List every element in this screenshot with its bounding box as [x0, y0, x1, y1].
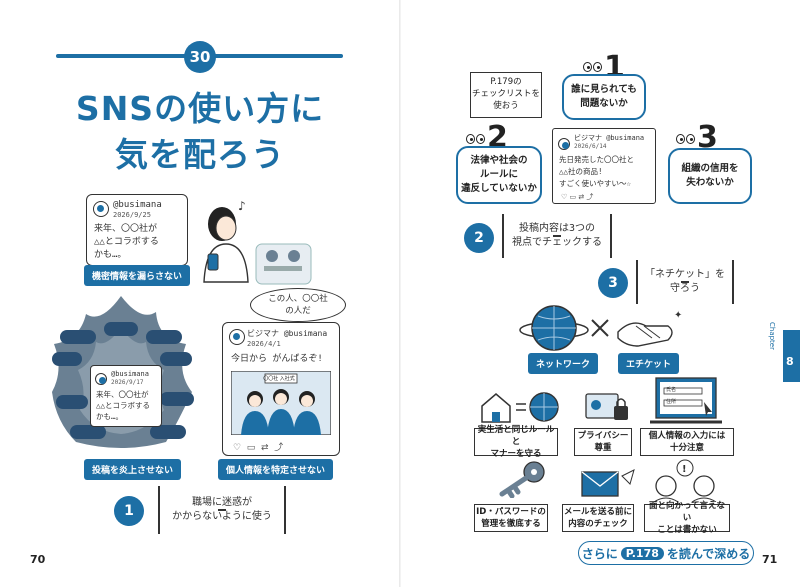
tag-network: ネットワーク [528, 353, 599, 374]
page-title-line2: 気を配ろう [115, 135, 285, 174]
post-date: 2026/6/14 [574, 143, 607, 150]
post-text-line2: △△とコラボする [96, 401, 151, 410]
chat-bubble [160, 392, 194, 406]
page-number-left: 70 [30, 553, 46, 566]
point-box: 「ネチケット」を 守ろう [636, 260, 734, 304]
checklist-note: P.179の チェックリストを 使おう [470, 72, 542, 118]
laptop-field1: 氏名 [666, 387, 677, 393]
post-text-line3: かも…。 [94, 250, 127, 260]
post-text-line2: △△社の商品! [559, 167, 603, 176]
further-reading-link[interactable]: さらに P.178 を読んで深める [578, 541, 754, 565]
flamed-post-card: @busimana 2026/9/17 来年、〇〇社が △△とコラボする かも…… [90, 365, 162, 427]
post-text-line3: かも…。 [96, 412, 124, 421]
post-text: 今日から がんばるぞ! [231, 354, 323, 364]
point-number-badge: 3 [598, 268, 628, 298]
post-text-line1: 来年、〇〇社が [94, 224, 158, 234]
chat-bubble [104, 322, 138, 336]
netiquette-card-4: ID・パスワードの 管理を徹底する [474, 504, 548, 532]
post-handle: ビジマナ @busimana [247, 329, 328, 338]
chat-bubble [52, 352, 82, 366]
post-text-line1: 先日発売した〇〇社と [559, 155, 634, 164]
laptop-field2: 住所 [666, 399, 677, 405]
avatar [558, 138, 570, 150]
eyes-icon [466, 134, 485, 144]
eyes-icon [676, 134, 695, 144]
chat-bubble [146, 330, 182, 344]
chapter-tab[interactable] [783, 330, 800, 382]
woman-with-phone-illustration: ♪ [203, 199, 312, 285]
svg-text:!: ! [682, 464, 687, 475]
viewpoint-number: 3 [697, 120, 718, 155]
sns-post-card: @busimana 2026/9/25 来年、〇〇社が △△とコラボする かも…… [86, 194, 188, 266]
netiquette-card-6: 面と向かって言えない ことは書かない [644, 501, 730, 535]
chapter-number: 8 [786, 355, 794, 368]
tag-personal: 個人情報を特定させない [218, 459, 334, 480]
envelope-plane-icon [581, 469, 635, 497]
section-number-badge: 30 [184, 41, 216, 73]
netiquette-card-1: 実生活と同じルールと マナーを守る [474, 425, 558, 459]
point-line2: かからないように使う [172, 511, 272, 522]
photo-sign: 〇〇社 入社式 [263, 376, 295, 382]
point-line1: 職場に迷惑が [192, 496, 252, 508]
avatar [95, 373, 107, 385]
laptop-form-icon [650, 377, 722, 424]
chat-bubble [160, 352, 192, 366]
chat-bubble [150, 425, 186, 439]
page-gutter [399, 0, 401, 587]
svg-text:✦: ✦ [674, 310, 682, 321]
post-handle: @busimana [113, 200, 162, 210]
eyes-icon [583, 62, 602, 72]
sns-post-card-2: ビジマナ @busimana 2026/4/1 今日から がんばるぞ! 〇〇社 … [222, 322, 340, 456]
netiquette-card-3: 個人情報の入力には 十分注意 [640, 428, 734, 456]
chapter-label: Chapter [768, 322, 776, 350]
sns-post-card-3: ビジマナ @busimana 2026/6/14 先日発売した〇〇社と △△社の… [552, 128, 656, 204]
post-actions: ♡ ▭ ⇄ ⤴ [561, 193, 594, 201]
page-number-right: 71 [762, 553, 778, 566]
two-people-talking-icon: ! [653, 459, 717, 502]
netiquette-card-5: メールを送る前に 内容のチェック [562, 504, 634, 532]
id-card-lock-icon [585, 393, 628, 420]
viewpoint-box-1: 誰に見られても 問題ないか [562, 74, 646, 120]
avatar [93, 201, 109, 217]
post-date: 2026/9/25 [113, 211, 151, 219]
footer-page-ref[interactable]: P.178 [620, 546, 664, 560]
post-date: 2026/9/17 [111, 379, 144, 386]
netiquette-card-2: プライバシー 尊重 [574, 428, 632, 456]
house-equals-globe-icon [481, 392, 559, 423]
globe-handshake-illustration: ✦ [519, 305, 682, 351]
viewpoint-box-2: 法律や社会の ルールに 違反していないか [456, 146, 542, 204]
point-box: 職場に迷惑が かからないように使う [158, 486, 286, 534]
post-text-line2: △△とコラボする [94, 237, 159, 247]
post-handle: ビジマナ @busimana [574, 134, 645, 142]
post-text-line3: すごく使いやすい〜☆ [559, 179, 632, 188]
key-icon [499, 461, 545, 498]
footer-suffix: を読んで深める [666, 546, 751, 561]
post-date: 2026/4/1 [247, 340, 281, 348]
page-title-line1: SNSの使い方に [75, 89, 325, 128]
post-actions: ♡ ▭ ⇄ ⤴ [233, 443, 284, 453]
point-number-badge: 2 [464, 223, 494, 253]
chat-bubble [60, 330, 96, 344]
avatar [229, 329, 245, 345]
speech-bubble: この人、〇〇社の人だ [250, 288, 346, 322]
tag-confidential: 機密情報を漏らさない [84, 265, 191, 286]
chat-bubble [70, 425, 106, 439]
tag-etiquette: エチケット [618, 353, 680, 374]
post-handle: @busimana [111, 370, 149, 378]
chat-bubble [56, 395, 88, 409]
post-text-line1: 来年、〇〇社が [96, 390, 149, 399]
footer-prefix: さらに [581, 546, 618, 561]
point-number-badge: 1 [114, 496, 144, 526]
tag-flaming: 投稿を炎上させない [84, 459, 182, 480]
point-box: 投稿内容は3つの 視点でチェックする [502, 214, 612, 258]
viewpoint-box-3: 組織の信用を 失わないか [668, 148, 752, 204]
group-photo-illustration [231, 371, 331, 435]
svg-text:♪: ♪ [238, 199, 246, 213]
